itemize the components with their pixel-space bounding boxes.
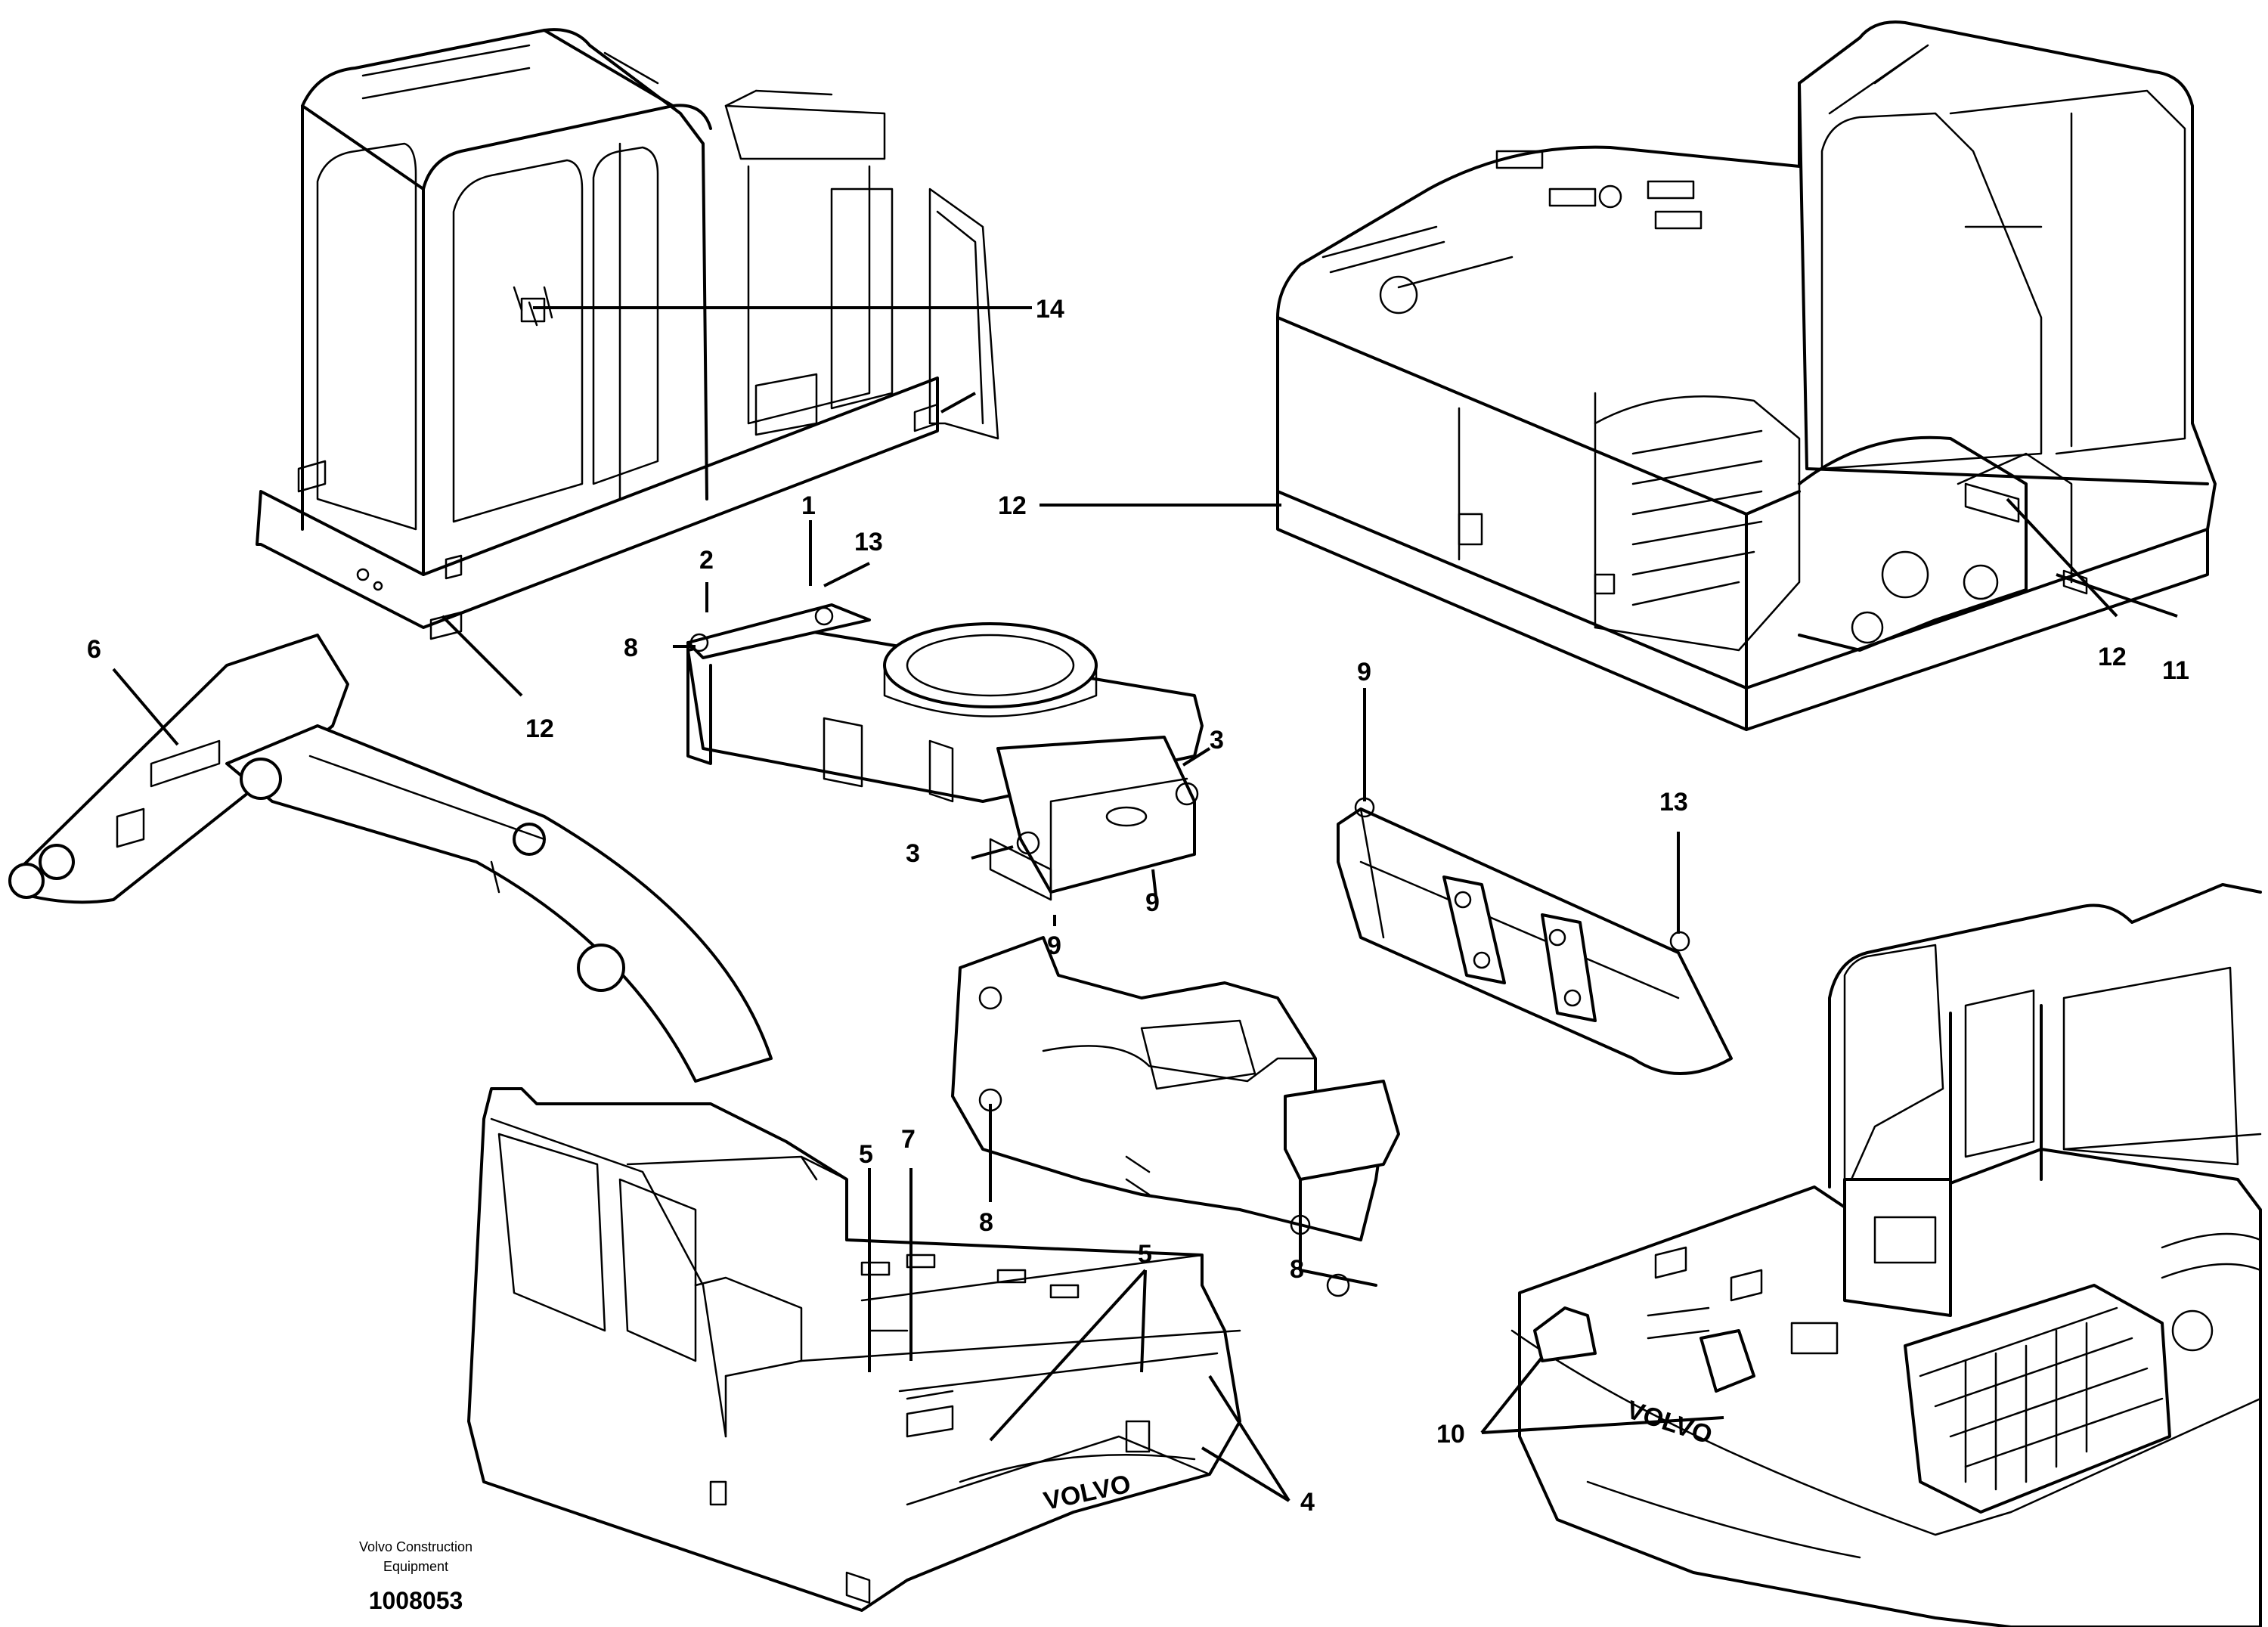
callout-12-right-front: 12: [998, 491, 1027, 520]
excavator-with-boom: [8, 634, 1241, 1612]
callout-10: 10: [1436, 1420, 1465, 1449]
upper-structure-top-right: [1276, 20, 2217, 731]
callout-5-right: 5: [1138, 1240, 1152, 1269]
callout-13-blade: 13: [1659, 788, 1688, 817]
document-number: 1008053: [369, 1587, 463, 1614]
callout-numbers: 14 12 12 12 11 1 2 13 8 3 3 9 9 9 13 6 5…: [87, 295, 2189, 1517]
callout-7: 7: [901, 1125, 916, 1154]
callout-12-right-rear: 12: [2098, 643, 2127, 671]
callout-2: 2: [699, 546, 714, 575]
dozer-blade: [1337, 797, 1733, 1075]
callout-3-right: 3: [1210, 726, 1224, 755]
leader-lines: [112, 306, 2178, 1502]
rear-view-engine: [1510, 883, 2262, 1627]
callout-9-blade: 9: [1357, 658, 1371, 686]
caption-block: Volvo Construction Equipment 1008053: [359, 1539, 472, 1614]
callout-14: 14: [1036, 295, 1064, 324]
callout-8-undercarriage-right: 8: [1290, 1255, 1304, 1284]
undercarriage-frame: [951, 936, 1400, 1297]
callout-4: 4: [1300, 1488, 1315, 1517]
callout-13-frame: 13: [854, 528, 883, 556]
caption-line-2: Equipment: [383, 1559, 448, 1574]
callout-8-frame: 8: [624, 634, 638, 662]
cab-frame-top-left: [256, 28, 999, 640]
callout-6: 6: [87, 635, 101, 664]
callout-8-undercarriage-left: 8: [979, 1208, 993, 1237]
caption-line-1: Volvo Construction: [359, 1539, 472, 1554]
callout-5-left: 5: [859, 1140, 873, 1169]
callout-3-left: 3: [906, 839, 920, 868]
main-frame-centre: [686, 603, 1204, 901]
callout-9-frame-left: 9: [1047, 931, 1061, 960]
callout-11: 11: [2162, 656, 2189, 685]
callout-12-left: 12: [525, 714, 554, 743]
callout-9-frame-right: 9: [1145, 888, 1160, 917]
callout-1: 1: [801, 491, 816, 520]
